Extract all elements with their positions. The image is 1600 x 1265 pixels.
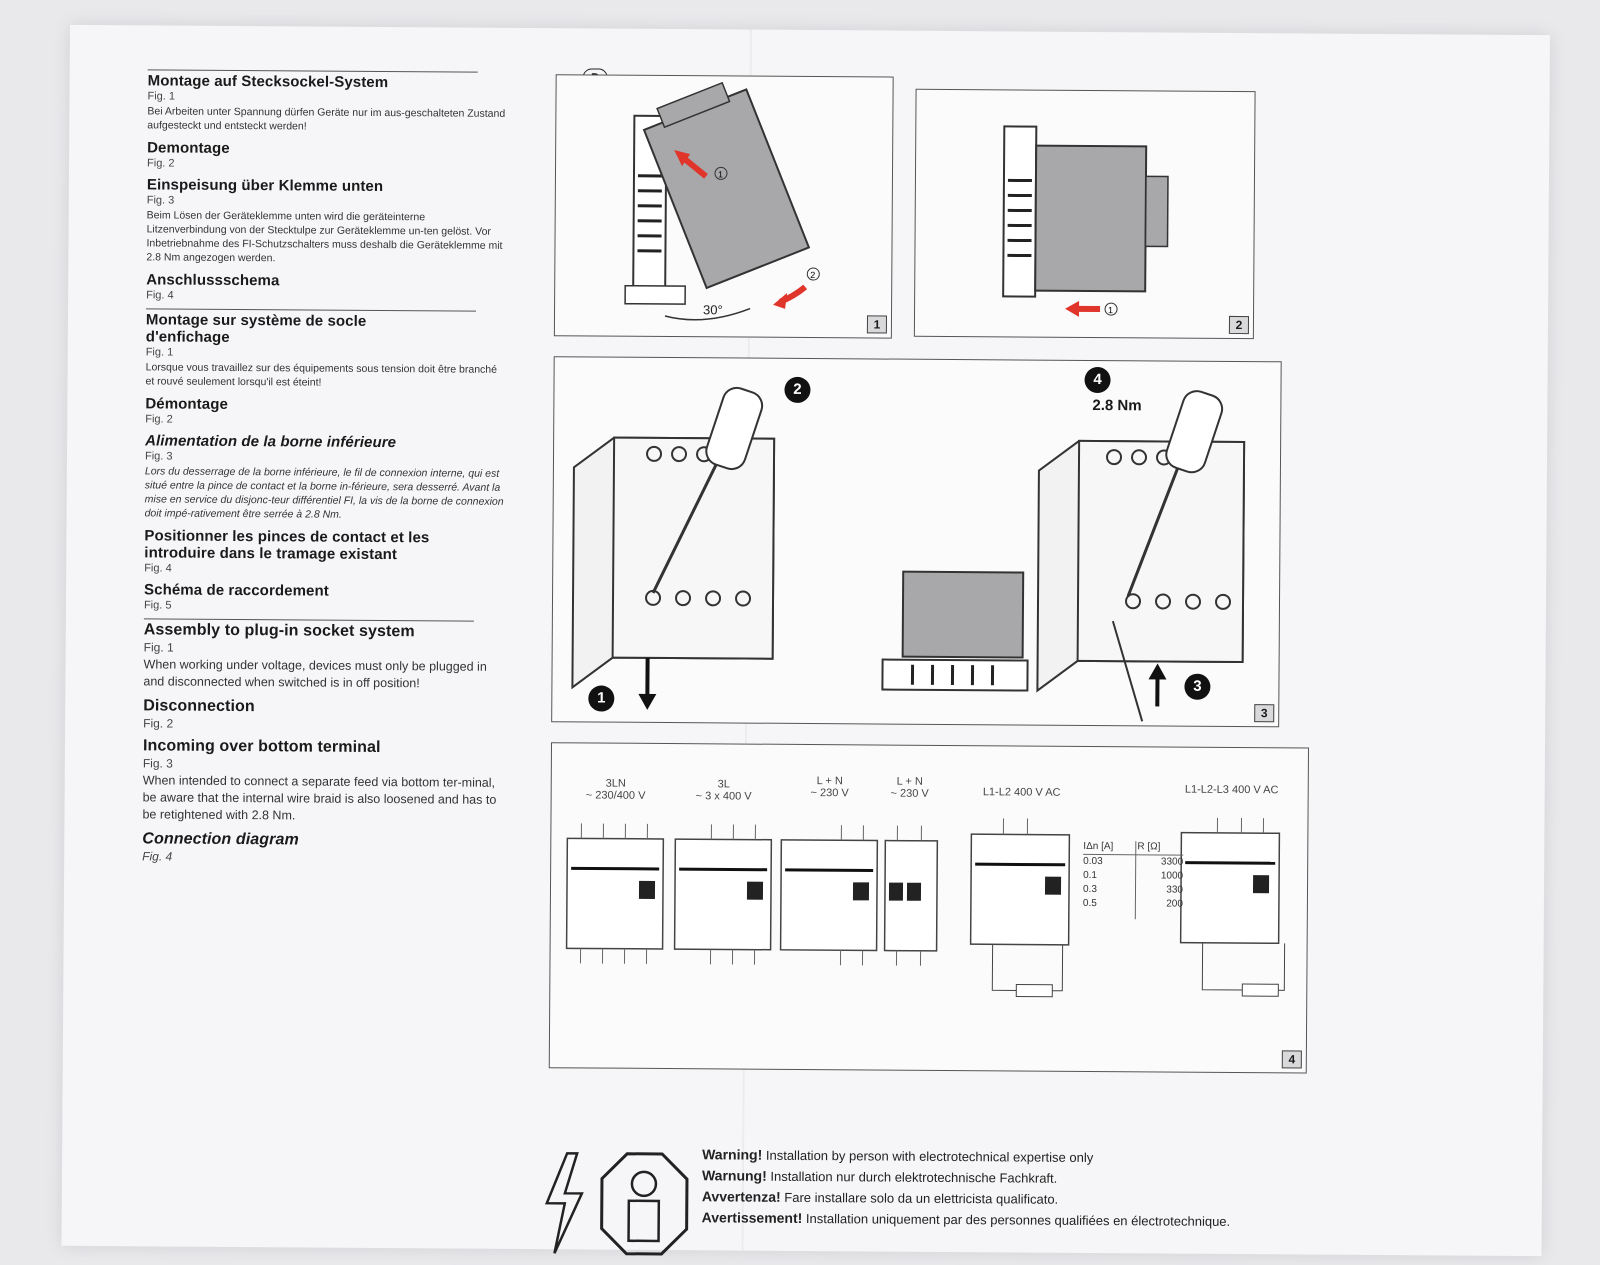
fig-ref: Fig. 1 (147, 90, 607, 105)
gb-section-4: Connection diagram Fig. 4 (142, 830, 602, 866)
de-section-4: Anschlussschema Fig. 4 (146, 271, 606, 304)
fr-section-3: Alimentation de la borne inférieure Fig.… (145, 432, 606, 523)
torque-label: 2.8 Nm (1092, 397, 1141, 414)
heading: Anschlussschema (146, 271, 606, 291)
warning-icons (536, 1148, 697, 1259)
heading: Einspeisung über Klemme unten (147, 176, 607, 196)
heading: Schéma de raccordement (144, 581, 604, 601)
text-column: D Montage auf Stecksockel-System Fig. 1 … (142, 65, 608, 873)
lightning-icon (546, 1153, 582, 1253)
schematic-label: 3L~ 3 x 400 V (674, 778, 774, 803)
heading: Assembly to plug-in socket system (144, 621, 604, 642)
schematic-label: L1-L2 400 V AC (962, 786, 1082, 799)
figure-number: 1 (867, 315, 887, 333)
fig-ref: Fig. 2 (145, 413, 605, 428)
heading: Positionner les pinces de contact et les… (144, 527, 494, 563)
heading: Disconnection (143, 697, 603, 718)
fig-ref: Fig. 3 (145, 450, 605, 465)
schematic-label: L + N~ 230 V (870, 775, 950, 800)
gb-section-3: Incoming over bottom terminal Fig. 3 Whe… (142, 737, 603, 826)
figure-1-drawing: 30° 1 2 (555, 75, 893, 337)
figure-number: 3 (1254, 704, 1274, 722)
fig-ref: Fig. 5 (144, 599, 604, 614)
step-2-marker: 2 (784, 377, 810, 403)
fig-ref: Fig. 2 (143, 716, 603, 733)
table-header: IΔn [A]R [Ω] (1083, 841, 1183, 856)
figure-3: 1 2 3 4 2.8 Nm 3 (551, 356, 1282, 727)
body-text: When intended to connect a separate feed… (142, 772, 502, 826)
heading: Alimentation de la borne inférieure (145, 432, 605, 452)
fig-ref: Fig. 1 (144, 640, 604, 657)
body-text: Lors du desserrage de la borne inférieur… (145, 464, 505, 523)
instruction-sheet: D Montage auf Stecksockel-System Fig. 1 … (61, 25, 1549, 1256)
body-text: When working under voltage, devices must… (143, 656, 503, 693)
figure-2: 1 2 (914, 89, 1256, 339)
heading: Demontage (147, 139, 607, 159)
fig-ref: Fig. 2 (147, 157, 607, 172)
step-3-marker: 3 (1184, 674, 1210, 700)
figure-number: 4 (1282, 1050, 1302, 1068)
gb-section-1: Assembly to plug-in socket system Fig. 1… (143, 621, 603, 693)
figure-4: 3LN~ 230/400 V 3L~ 3 x 400 V L + N~ 230 … (549, 742, 1309, 1073)
gb-section-2: Disconnection Fig. 2 (143, 697, 603, 733)
section-french: F Montage sur système de socle d'enficha… (144, 308, 606, 614)
figure-1: 30° 1 2 1 (554, 74, 894, 338)
schematic-label: L1-L2-L3 400 V AC (1172, 784, 1292, 797)
fig-ref: Fig. 4 (146, 289, 606, 304)
angle-label: 30° (703, 302, 723, 317)
fig1-step-2: 2 (810, 270, 815, 280)
body-text: Lorsque vous travaillez sur des équipeme… (145, 360, 505, 391)
heading: Montage auf Stecksockel-System (148, 72, 608, 92)
warning-line: Avertissement! Installation uniquement p… (702, 1207, 1422, 1233)
heading: Montage sur système de socle d'enfichage (146, 311, 426, 347)
step-1-marker: 1 (588, 685, 614, 711)
fig1-step-1: 1 (718, 169, 723, 179)
figure-2-drawing: 1 (915, 90, 1255, 338)
warning-notes: Warning! Installation by person with ele… (702, 1144, 1423, 1233)
heading: Démontage (145, 395, 605, 415)
step-4-marker: 4 (1084, 367, 1110, 393)
fig-ref: Fig. 4 (144, 562, 604, 577)
de-section-2: Demontage Fig. 2 (147, 139, 607, 172)
fig-ref: Fig. 3 (143, 756, 603, 773)
body-text: Bei Arbeiten unter Spannung dürfen Gerät… (147, 104, 507, 135)
electrician-icon (601, 1154, 687, 1255)
heading: Incoming over bottom terminal (143, 737, 603, 758)
section-german: D Montage auf Stecksockel-System Fig. 1 … (146, 69, 608, 304)
fr-section-1: Montage sur système de socle d'enfichage… (145, 311, 606, 391)
heading: Connection diagram (142, 830, 602, 851)
fig2-step-1: 1 (1108, 305, 1113, 315)
de-section-1: Montage auf Stecksockel-System Fig. 1 Be… (147, 72, 607, 135)
section-english: GB Assembly to plug-in socket system Fig… (142, 618, 604, 866)
fig-ref: Fig. 1 (146, 346, 606, 361)
schematic-label: L + N~ 230 V (780, 775, 880, 800)
body-text: Beim Lösen der Geräteklemme unten wird d… (146, 208, 506, 267)
fr-section-2: Démontage Fig. 2 (145, 395, 605, 428)
fr-section-4: Positionner les pinces de contact et les… (144, 527, 604, 577)
figure-number: 2 (1229, 316, 1249, 334)
fig-ref: Fig. 4 (142, 849, 602, 866)
figure-3-drawing (552, 357, 1281, 726)
de-section-3: Einspeisung über Klemme unten Fig. 3 Bei… (146, 176, 607, 267)
fig-ref: Fig. 3 (147, 194, 607, 209)
schematic-label: 3LN~ 230/400 V (566, 777, 666, 802)
fr-section-5: Schéma de raccordement Fig. 5 (144, 581, 604, 614)
